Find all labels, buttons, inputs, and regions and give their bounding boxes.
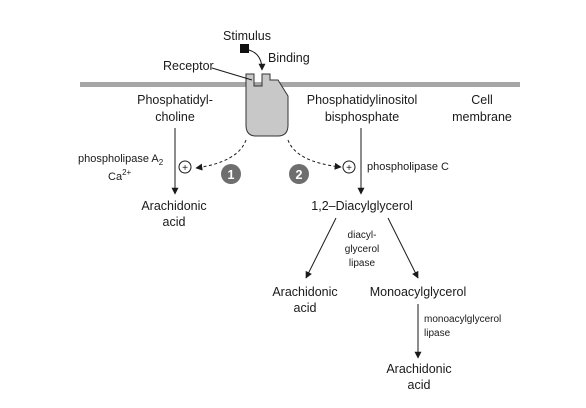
receptor-pointer: [211, 67, 253, 81]
receptor-label: Receptor: [163, 59, 214, 73]
calcium-label: Ca2+: [108, 168, 132, 183]
dag-lipase-label-1: diacyl-: [348, 230, 377, 241]
mag-lipase-label-1: monoacylglycerol: [424, 314, 501, 325]
phosphatidylcholine-label-2: choline: [155, 110, 195, 124]
cell-membrane-label-2: membrane: [452, 110, 512, 124]
phosphatidylcholine-label-1: Phosphatidyl-: [137, 93, 213, 107]
path-1-dashed-arrow: [195, 139, 247, 171]
binding-arrow: [248, 49, 266, 71]
cell-membrane: [80, 82, 520, 87]
arachidonic-acid-2-label-1: Arachidonic: [272, 285, 337, 299]
arachidonic-acid-3-label-2: acid: [408, 378, 431, 392]
pip2-label-1: Phosphatidylinositol: [307, 93, 418, 107]
path-2-number: 2: [296, 168, 303, 182]
stimulus-label: Stimulus: [223, 29, 271, 43]
dag-to-arachidonic-arrow: [305, 217, 337, 279]
mag-lipase-label-2: lipase: [424, 328, 451, 339]
cell-membrane-label-1: Cell: [471, 93, 493, 107]
monoacylglycerol-label: Monoacylglycerol: [370, 285, 467, 299]
arachidonic-acid-2-label-2: acid: [294, 301, 317, 315]
path-2-badge: [289, 164, 309, 184]
dag-lipase-label-3: lipase: [349, 258, 376, 269]
path-2-dashed-arrow: [287, 139, 342, 170]
phospholipase-a2-label: phospholipase A2: [78, 153, 164, 167]
path-1-number: 1: [228, 168, 235, 182]
right-activation-circle: [342, 160, 356, 174]
arachidonic-acid-1-label-2: acid: [163, 215, 186, 229]
receptor: [245, 73, 289, 137]
left-plus-sign: +: [182, 163, 188, 174]
arachidonic-acid-3-label-1: Arachidonic: [386, 362, 451, 376]
arachidonic-acid-1-label-1: Arachidonic: [141, 199, 206, 213]
pip2-label-2: bisphosphate: [325, 110, 399, 124]
dag-to-mag-arrow: [387, 217, 419, 279]
right-plus-sign: +: [346, 163, 352, 174]
phospholipase-c-label: phospholipase C: [367, 161, 449, 173]
stimulus-ligand: [240, 44, 249, 53]
left-activation-circle: [178, 160, 192, 174]
dag-lipase-label-2: glycerol: [345, 244, 379, 255]
path-1-badge: [221, 164, 241, 184]
diacylglycerol-label: 1,2–Diacylglycerol: [311, 199, 412, 213]
binding-label: Binding: [268, 51, 310, 65]
